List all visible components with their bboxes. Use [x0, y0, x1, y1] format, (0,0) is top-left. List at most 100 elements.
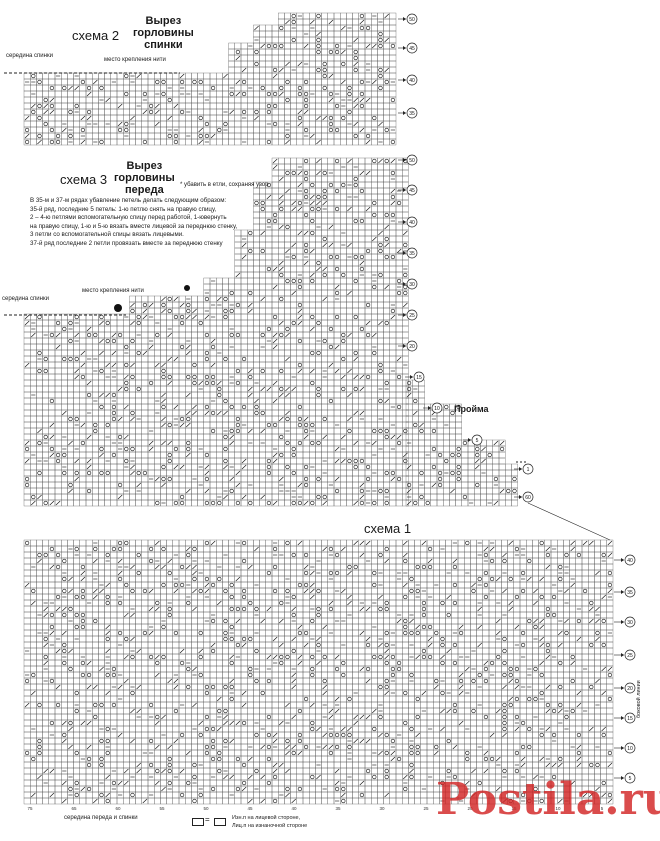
schema3-row-marker [406, 247, 418, 259]
schema1-axis-number: 60 [115, 806, 121, 811]
schema3-row-marker-label: 35 [409, 251, 415, 257]
schema3-row-arrow-head [403, 188, 406, 192]
schema2-row-marker [406, 107, 418, 119]
schema2-row-marker-label: 45 [409, 46, 415, 52]
schema1-row-arrow-head [621, 590, 624, 594]
schema2-attach-label: место крепления нити [104, 57, 166, 63]
schema3-row-marker [522, 491, 534, 503]
schema1-row-arrow-head [621, 620, 624, 624]
schema3-row-marker [431, 402, 443, 414]
schema3-row-marker-label: 45 [409, 188, 415, 194]
schema1-axis-number: 20 [467, 806, 473, 811]
schema1-axis-number: 45 [247, 806, 253, 811]
armhole-label: Пройма [454, 404, 489, 414]
schema2-row-arrow-head [403, 111, 406, 115]
schema1-row-marker-label: 40 [627, 558, 633, 564]
schema3-row-marker-label: 20 [409, 344, 415, 350]
thread-attach-dot-2 [184, 285, 190, 291]
schema1-axis-number: 35 [335, 806, 341, 811]
schema3-row-arrow-head [519, 467, 522, 471]
legend-symbol-box [192, 818, 204, 826]
schema1-row-arrow-head [621, 558, 624, 562]
schema2-title: схема 2 [72, 28, 120, 43]
schema3-row-marker-label: 1 [527, 467, 530, 473]
schema3-row-arrow-head [428, 406, 431, 410]
schema3-row-marker [471, 434, 483, 446]
schema1-row-marker [624, 742, 636, 754]
schema3-row-marker-label: 40 [409, 220, 415, 226]
schema3-row-marker [413, 371, 425, 383]
legend-equals: = [205, 815, 210, 824]
schema1-mid-label: середина переда и спинки [64, 815, 138, 821]
schema3-row-marker-label: 30 [409, 282, 415, 288]
schema2-row-arrow-head [403, 17, 406, 21]
schema3-row-marker-label: 10 [434, 406, 440, 412]
schema1-grid [23, 539, 614, 805]
schema1-row-marker-label: 35 [627, 590, 633, 596]
schema1-row-marker-label: 15 [627, 716, 633, 722]
schema2-row-arrow-head [403, 46, 406, 50]
schema1-row-marker [624, 554, 636, 566]
schema2-row-marker [406, 74, 418, 86]
schema3-row-arrow-head [403, 220, 406, 224]
schema3-row-arrow-head [403, 344, 406, 348]
schema3-row-arrow-head [403, 313, 406, 317]
thread-attach-dot [114, 304, 122, 312]
schema1-row-marker [624, 586, 636, 598]
schema3-row-arrow-head [410, 375, 413, 379]
schema2-mid-label: середина спинки [6, 53, 53, 59]
schema3-star-note: * убавить в етли, сохраняя узор [180, 182, 269, 188]
schema1-row-arrow-head [621, 776, 624, 780]
schema3-row-marker [406, 278, 418, 290]
schema1-axis-number: 10 [555, 806, 561, 811]
schema1-axis-number: 25 [423, 806, 429, 811]
schema1-axis-number: 40 [291, 806, 297, 811]
schema1-row-marker-label: 25 [627, 653, 633, 659]
schema3-attach-label: место крепления нити [82, 288, 144, 294]
schema1-axis-number: 55 [159, 806, 165, 811]
schema-connector-line [527, 502, 611, 541]
schema1-axis-number: 50 [203, 806, 209, 811]
schema2-row-marker [406, 13, 418, 25]
schema1-axis-number: 15 [511, 806, 517, 811]
schema1-axis-number: 5 [601, 806, 604, 811]
schema1-row-marker-label: 10 [627, 746, 633, 752]
schema3-row-marker [522, 463, 534, 475]
schema3-row-marker [406, 216, 418, 228]
schema1-axis-number: 75 [27, 806, 33, 811]
schema3-row-arrow-head [403, 282, 406, 286]
schema2-row-marker-label: 35 [409, 111, 415, 117]
schema1-row-arrow-head [621, 716, 624, 720]
schema3-mid-label: середина спинки [2, 296, 49, 302]
schema1-side-label: боковой линии [636, 680, 642, 718]
schema1-row-marker [624, 616, 636, 628]
schema3-row-arrow-head [519, 495, 522, 499]
schema3-grid [23, 157, 409, 507]
schema1-row-marker-label: 30 [627, 620, 633, 626]
schema1-axis-number: 30 [379, 806, 385, 811]
schema3-row-marker-label: 5 [476, 438, 479, 444]
schema2-row-marker-label: 50 [409, 17, 415, 23]
schema3-instructions: В 35-м и 37-м рядах убавление петель дел… [30, 197, 238, 247]
schema1-row-arrow-head [621, 686, 624, 690]
schema1-axis-number: 65 [71, 806, 77, 811]
schema1-row-arrow-head [621, 653, 624, 657]
legend-symbol-dash [214, 818, 226, 826]
schema3-row-marker [406, 309, 418, 321]
schema2-subtitle: Вырез горловины спинки [133, 15, 194, 51]
schema3-row-arrow-head [403, 158, 406, 162]
schema1-row-arrow-head [621, 746, 624, 750]
schema3-row-marker-label: 50 [409, 158, 415, 164]
schema3-row-marker [406, 184, 418, 196]
watermark-logo: Postila.ru [436, 774, 660, 825]
schema3-row-marker-label: 60 [525, 495, 531, 501]
schema1-row-marker-label: 5 [629, 776, 632, 782]
schema3-row-marker [406, 154, 418, 166]
schema1-row-marker [624, 712, 636, 724]
schema1-title: схема 1 [364, 521, 412, 536]
schema1-row-marker [624, 682, 636, 694]
schema3-row-arrow-head [403, 251, 406, 255]
schema3-row-marker [406, 340, 418, 352]
schema2-row-marker-label: 40 [409, 78, 415, 84]
